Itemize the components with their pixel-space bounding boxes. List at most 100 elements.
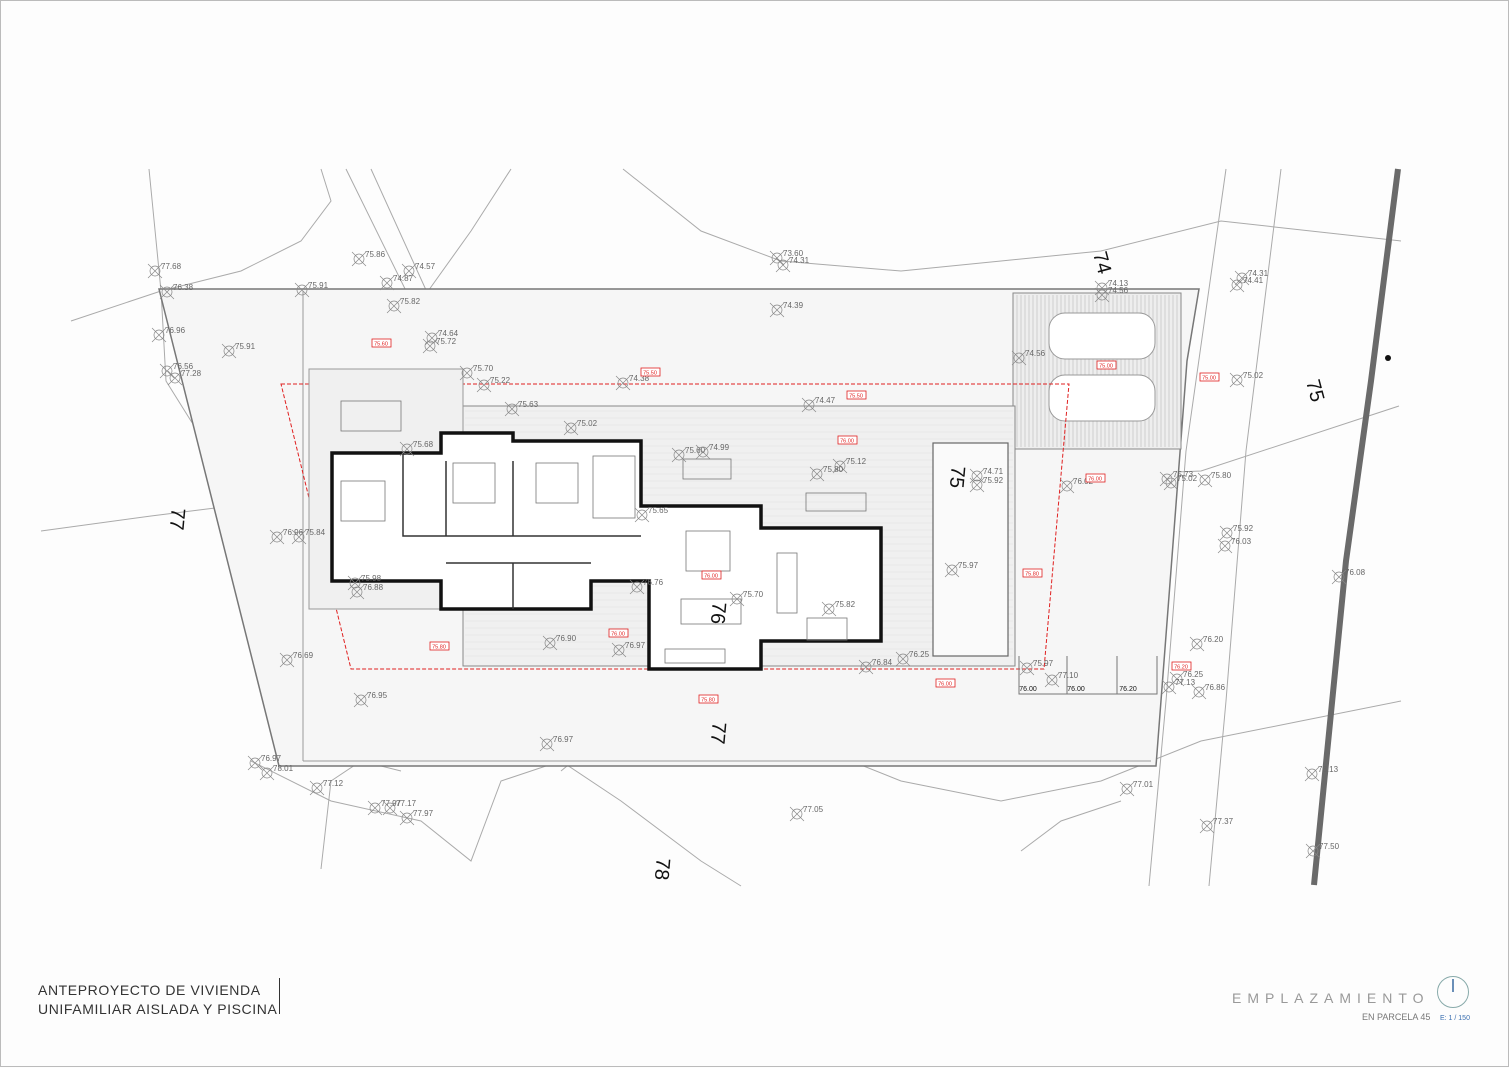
spot-level-label: 77.28	[181, 369, 202, 378]
design-level-label: 75.80	[432, 645, 446, 651]
spot-level-label: 75.82	[835, 600, 856, 609]
spot-level: 76.25	[895, 650, 930, 667]
spot-level-label: 74.64	[438, 329, 459, 338]
design-level-label: 75.50	[643, 371, 657, 377]
design-level-label: 76.00	[1088, 477, 1102, 483]
spot-level: 74.31	[775, 256, 810, 273]
spot-level: 77.10	[1044, 671, 1079, 688]
spot-level: 74.47	[801, 396, 836, 413]
design-level-label: 76.00	[704, 574, 718, 580]
spot-level: 76.84	[858, 658, 893, 675]
spot-level-label: 75.02	[1243, 371, 1264, 380]
spot-level: 76.96	[151, 326, 186, 343]
design-level: 75.60	[371, 338, 392, 348]
spot-level-label: 76.88	[363, 583, 384, 592]
spot-level-label: 77.68	[161, 262, 182, 271]
road-edge	[1311, 168, 1401, 886]
spot-level-label: 75.92	[983, 476, 1004, 485]
parking-level-label: 76.20	[1119, 686, 1137, 693]
design-level-label: 75.80	[1025, 572, 1039, 578]
design-level-label: 76.00	[938, 682, 952, 688]
spot-level-label: 75.02	[1177, 474, 1198, 483]
spot-level-label: 74.56	[1108, 286, 1129, 295]
spot-level: 75.72	[422, 337, 457, 354]
spot-level: 77.50	[1305, 842, 1340, 859]
design-level-label: 75.50	[849, 394, 863, 400]
spot-level: 75.02	[1229, 371, 1264, 388]
design-level: 75.80	[429, 641, 450, 651]
spot-level-label: 75.91	[235, 342, 256, 351]
spot-level-label: 76.02	[1073, 477, 1094, 486]
spot-level-label: 75.70	[473, 364, 494, 373]
spot-level: 76.20	[1189, 635, 1224, 652]
contour-label: 75	[945, 465, 969, 489]
spot-level-label: 75.97	[1033, 659, 1054, 668]
title-divider	[279, 978, 280, 1014]
spot-level-label: 76.20	[1203, 635, 1224, 644]
spot-level: 75.84	[291, 528, 326, 545]
spot-level-label: 76.90	[556, 634, 577, 643]
spot-level: 74.39	[769, 301, 804, 318]
spot-level: 77.12	[309, 779, 344, 796]
spot-level: 74.41	[1229, 276, 1264, 293]
spot-level-label: 76.97	[261, 754, 282, 763]
spot-level-label: 75.98	[361, 574, 382, 583]
north-arrow-icon	[1437, 976, 1469, 1008]
spot-level-label: 75.91	[308, 281, 329, 290]
spot-level: 75.98	[347, 574, 382, 591]
spot-level: 77.97	[399, 809, 434, 826]
spot-level: 74.87	[379, 274, 414, 291]
contour-label: 78	[650, 857, 674, 881]
spot-level-label: 74.71	[983, 467, 1004, 476]
design-level: 75.00	[1199, 372, 1220, 382]
spot-level-label: 78.13	[1318, 765, 1339, 774]
spot-level-label: 76.96	[165, 326, 186, 335]
spot-level-label: 75.22	[490, 376, 511, 385]
spot-level: 75.91	[221, 342, 256, 359]
spot-level-label: 77.05	[803, 805, 824, 814]
spot-level: 75.92	[969, 476, 1004, 493]
spot-level-label: 77.50	[1319, 842, 1340, 851]
spot-level: 75.12	[832, 457, 867, 474]
parking-level-label: 76.00	[1019, 686, 1037, 693]
spot-level-label: 74.13	[1108, 279, 1129, 288]
spot-level: 76.95	[353, 691, 388, 708]
spot-level: 75.80	[1197, 471, 1232, 488]
spot-level: 76.97	[611, 641, 646, 658]
spot-level: 75.02	[1163, 474, 1198, 491]
spot-level-label: 75.63	[518, 400, 539, 409]
design-level-label: 75.00	[1202, 376, 1216, 382]
spot-level: 76.03	[1217, 537, 1252, 554]
contour-label: 74	[1088, 249, 1115, 276]
spot-level: 77.17	[382, 799, 417, 816]
spot-level: 75.22	[476, 376, 511, 393]
spot-level: 75.02	[563, 419, 598, 436]
spot-level: 77.28	[167, 369, 202, 386]
design-level-label: 75.80	[701, 698, 715, 704]
spot-level-label: 76.96	[283, 528, 304, 537]
contour-label: 77	[706, 721, 730, 745]
spot-level: 78.01	[259, 764, 294, 781]
spot-level-label: 76.03	[1231, 537, 1252, 546]
spot-level-label: 75.82	[400, 297, 421, 306]
marker-dot	[1385, 355, 1391, 361]
spot-level: 76.56	[159, 362, 194, 379]
spot-level-label: 76.97	[625, 641, 646, 650]
design-level-label: 76.20	[1174, 665, 1188, 671]
setback-line	[280, 383, 1070, 670]
spot-level-label: 75.02	[577, 419, 598, 428]
spot-level: 74.57	[401, 262, 436, 279]
spot-level-label: 77.10	[1058, 671, 1079, 680]
spot-level: 76.08	[1331, 568, 1366, 585]
spot-level: 76.69	[279, 651, 314, 668]
design-level: 75.80	[1022, 568, 1043, 578]
spot-level-label: 76.95	[367, 691, 388, 700]
spot-level-label: 74.57	[415, 262, 436, 271]
spot-level-label: 75.84	[305, 528, 326, 537]
spot-level: 75.65	[634, 506, 669, 523]
design-level: 76.00	[1085, 473, 1106, 483]
design-level: 76.20	[1171, 661, 1192, 671]
spot-level: 76.38	[159, 283, 194, 300]
spot-level: 74.64	[424, 329, 459, 346]
